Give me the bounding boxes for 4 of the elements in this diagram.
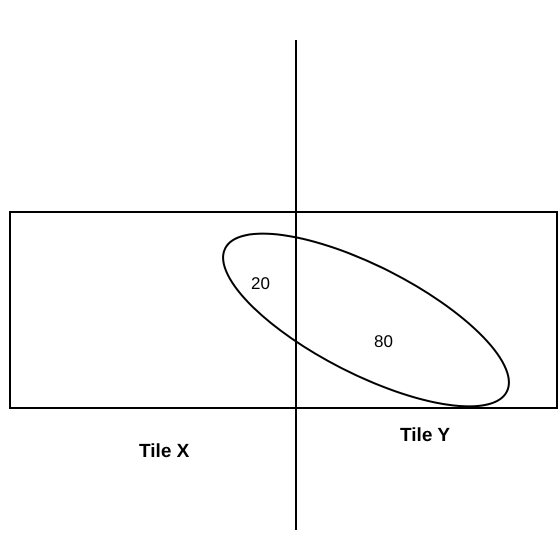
- tile-label: Tile Y: [400, 426, 450, 445]
- value-label: 20: [251, 275, 270, 292]
- tile-label: Tile X: [139, 442, 190, 461]
- value-label: 80: [374, 333, 393, 350]
